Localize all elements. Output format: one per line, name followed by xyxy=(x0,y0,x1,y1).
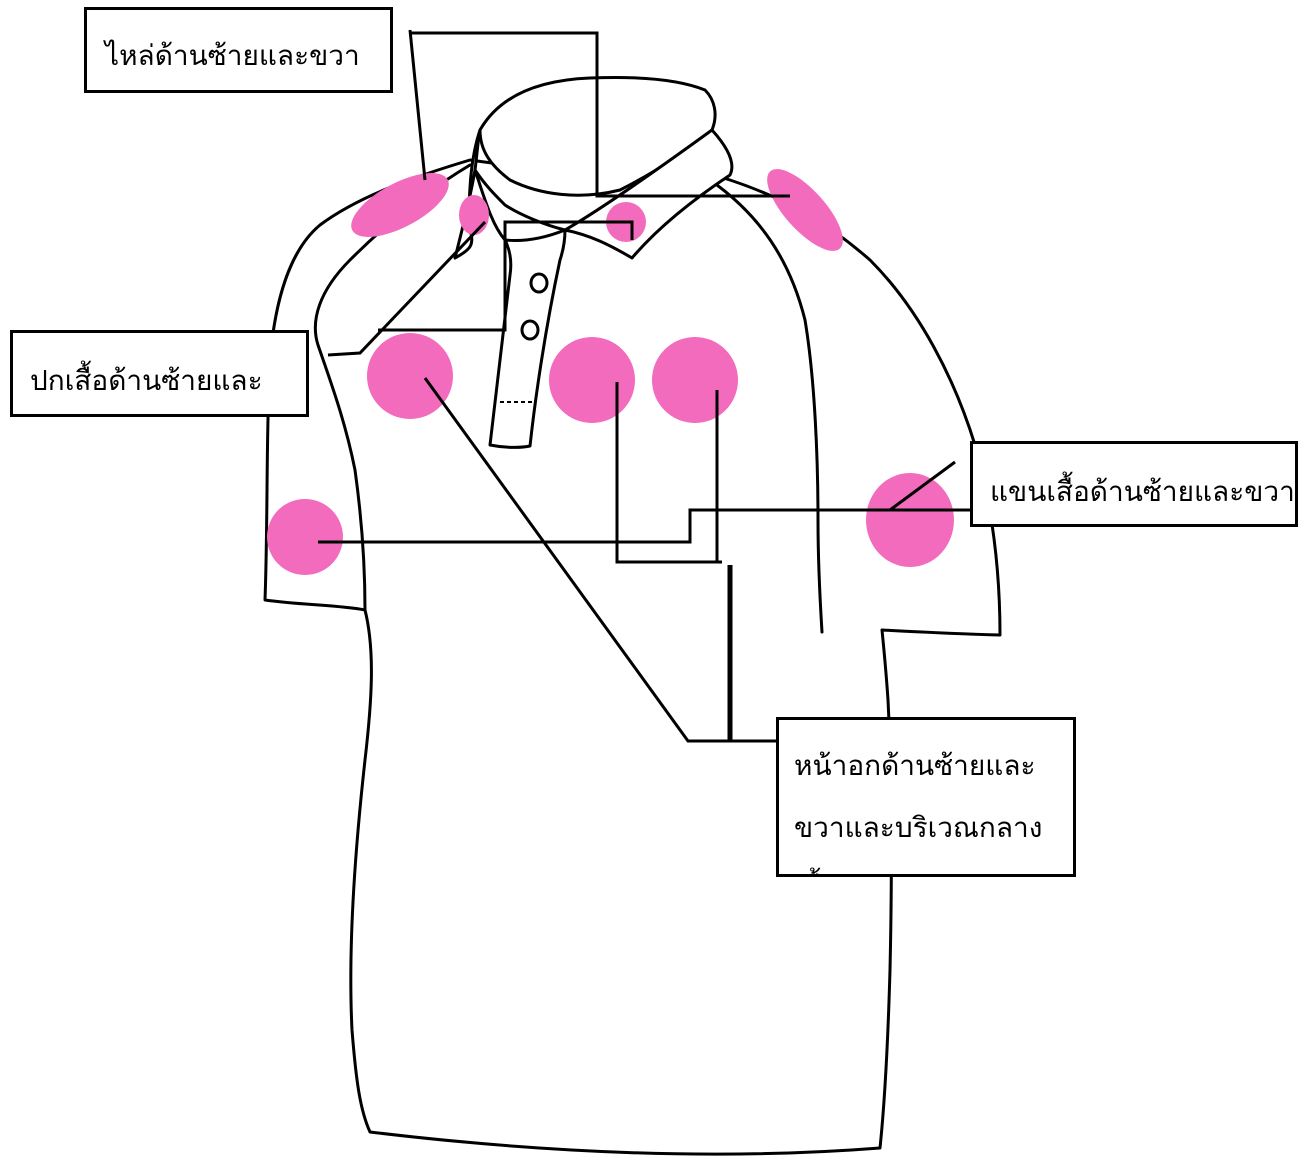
label-chest: หน้าอกด้านซ้ายและ ขวาและบริเวณกลาง เสื้อ xyxy=(776,717,1076,877)
marker-left-chest xyxy=(367,333,453,419)
label-collar: ปกเสื้อด้านซ้ายและ xyxy=(10,330,309,417)
label-shoulders: ไหล่ด้านซ้ายและขวา xyxy=(84,7,393,93)
marker-left-collar xyxy=(459,195,489,235)
label-chest-line-3: เสื้อ xyxy=(794,866,837,877)
label-sleeves: แขนเสื้อด้านซ้ายและขวา xyxy=(970,441,1298,527)
leader-shoulder-left xyxy=(410,30,425,180)
label-collar-text: ปกเสื้อด้านซ้ายและ xyxy=(30,359,263,403)
button-2 xyxy=(522,321,538,339)
shirt-body xyxy=(265,160,1000,1154)
label-sleeves-text: แขนเสื้อด้านซ้ายและขวา xyxy=(990,470,1295,514)
marker-center-chest xyxy=(549,337,635,423)
button-1 xyxy=(531,274,547,292)
label-chest-line-1: หน้าอกด้านซ้ายและ xyxy=(794,744,1036,788)
marker-left-sleeve xyxy=(267,499,343,575)
label-shoulders-text: ไหล่ด้านซ้ายและขวา xyxy=(105,34,360,78)
marker-right-sleeve xyxy=(866,473,954,567)
label-chest-line-2: ขวาและบริเวณกลาง xyxy=(794,806,1042,850)
marker-right-chest xyxy=(652,337,738,423)
